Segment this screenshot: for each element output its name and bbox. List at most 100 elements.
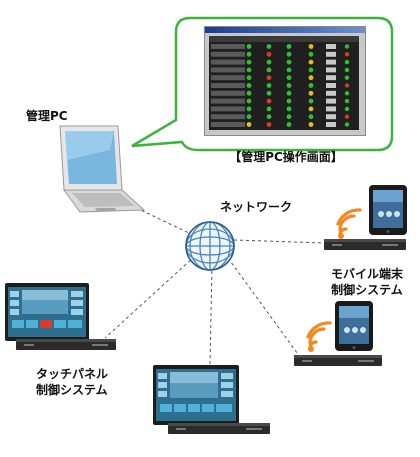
table-cell-dot [286, 90, 292, 96]
table-cell-dot [308, 90, 314, 96]
table-cell-dot [266, 59, 272, 65]
table-header [209, 36, 359, 42]
mobile-system-label-2: 制御システム [331, 283, 403, 297]
table-cell-dot [246, 44, 252, 49]
table-row [211, 51, 245, 57]
controller-box-icon [168, 423, 270, 434]
table-cell-bar [326, 90, 336, 96]
globe-icon [185, 221, 235, 271]
table-row [211, 75, 245, 81]
table-cell-dot [344, 59, 350, 65]
table-cell-dot [344, 114, 350, 119]
table-cell-bar [326, 75, 336, 81]
table-cell-dot [266, 67, 272, 73]
touch-panel-icon [153, 365, 239, 425]
table-row [211, 83, 245, 88]
link-touch-bottom [209, 264, 213, 365]
table-row [211, 122, 245, 127]
table-cell-bar [326, 67, 336, 73]
table-cell-dot [246, 114, 252, 120]
admin-pc-label: 管理PC [26, 109, 68, 123]
table-cell-dot [344, 106, 350, 112]
table-cell-dot [286, 51, 292, 57]
tablet-icon [369, 185, 407, 235]
table-row [211, 59, 245, 65]
table-row [211, 44, 245, 49]
table-cell-bar [326, 122, 336, 127]
table-cell-dot [246, 122, 252, 127]
table-cell-bar [326, 44, 336, 49]
admin-screen-window [204, 26, 366, 136]
table-cell-dot [286, 67, 292, 73]
table-cell-dot [266, 44, 272, 49]
network-label: ネットワーク [220, 200, 293, 214]
table-cell-dot [246, 106, 252, 112]
controller-box-icon [294, 355, 382, 366]
table-cell-dot [246, 75, 252, 81]
table-cell-dot [344, 83, 350, 88]
table-cell-dot [286, 75, 292, 81]
table-cell-bar [326, 83, 336, 88]
table-cell-dot [308, 114, 314, 120]
link-mobile-top [233, 239, 326, 244]
table-cell-dot [286, 106, 292, 112]
laptop-icon [59, 125, 146, 213]
table-cell-dot [286, 59, 292, 65]
table-cell-dot [308, 83, 314, 88]
table-cell-bar [326, 51, 336, 57]
table-cell-dot [246, 67, 252, 73]
table-cell-bar [326, 98, 336, 104]
table-cell-dot [308, 122, 314, 127]
table-cell-dot [286, 44, 292, 49]
admin-screen-table [209, 36, 359, 130]
table-cell-dot [344, 122, 350, 127]
table-cell-dot [246, 59, 252, 65]
table-cell-dot [344, 52, 350, 57]
table-cell-dot [266, 122, 272, 127]
table-cell-dot [246, 90, 252, 96]
table-cell-dot [266, 98, 272, 104]
table-cell-bar [326, 106, 336, 112]
table-row [211, 114, 245, 120]
table-cell-bar [326, 114, 336, 120]
table-cell-dot [308, 59, 314, 65]
table-cell-dot [344, 98, 350, 104]
table-cell-dot [266, 51, 272, 57]
link-touch-left [104, 255, 196, 339]
table-cell-dot [344, 44, 350, 49]
touch-panel-icon [5, 283, 89, 341]
table-cell-dot [246, 98, 252, 104]
table-cell-dot [266, 83, 272, 88]
table-cell-dot [308, 106, 314, 112]
table-cell-dot [308, 75, 314, 81]
mobile-system-label-1: モバイル端末 [330, 267, 403, 281]
table-cell-dot [246, 83, 252, 88]
table-cell-dot [344, 75, 350, 80]
table-cell-dot [266, 75, 272, 81]
table-cell-dot [266, 114, 272, 120]
table-cell-dot [286, 83, 292, 88]
table-row [211, 90, 245, 96]
table-cell-bar [326, 59, 336, 65]
table-cell-dot [286, 122, 292, 127]
table-cell-dot [344, 91, 350, 96]
table-row [211, 98, 245, 104]
table-cell-dot [286, 114, 292, 120]
table-row [211, 106, 245, 112]
wifi-icon [306, 321, 332, 352]
table-cell-dot [308, 44, 314, 49]
touch-system-label-1: タッチパネル [36, 367, 109, 381]
table-cell-dot [246, 51, 252, 57]
table-cell-dot [344, 67, 350, 73]
table-cell-dot [308, 67, 314, 73]
controller-box-icon [324, 239, 406, 250]
table-cell-dot [286, 98, 292, 104]
table-cell-dot [308, 51, 314, 57]
touch-system-label-2: 制御システム [36, 383, 108, 397]
wifi-icon [336, 208, 362, 239]
table-cell-dot [266, 90, 272, 96]
table-row [211, 67, 245, 73]
table-cell-dot [308, 98, 314, 104]
tablet-icon [335, 301, 373, 351]
controller-box-icon [16, 339, 116, 350]
